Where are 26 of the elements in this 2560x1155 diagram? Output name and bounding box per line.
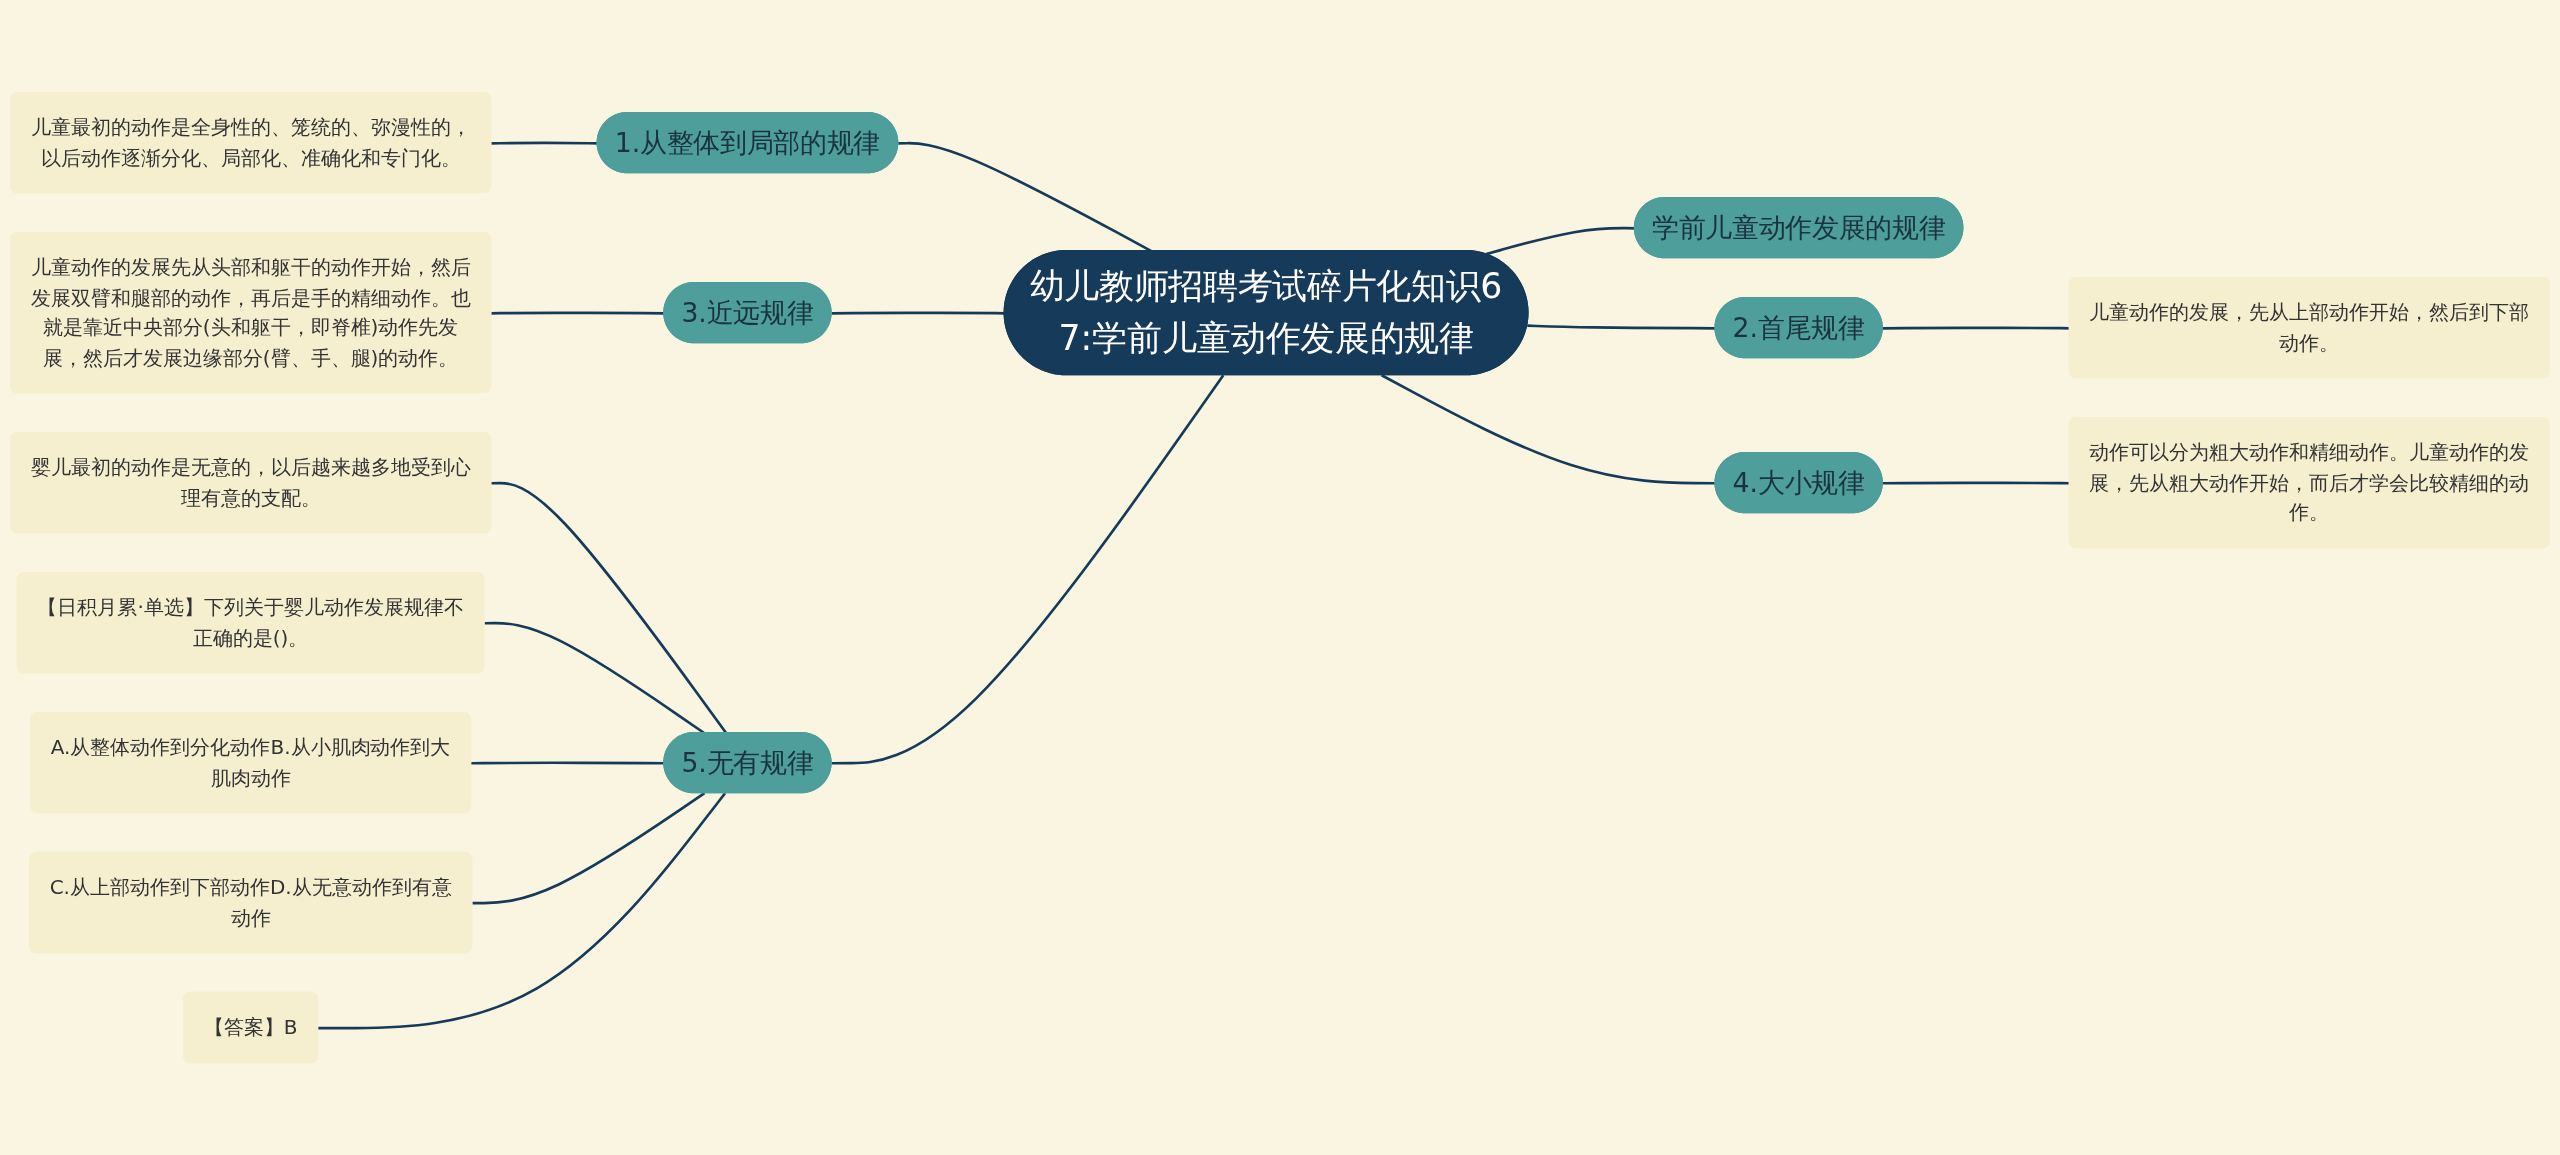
topic-pill: 4.大小规律 [1714, 451, 1883, 514]
topic-pill: 5.无有规律 [663, 731, 832, 794]
topic-pill: 1.从整体到局部的规律 [596, 111, 899, 174]
note-box: C.从上部动作到下部动作D.从无意动作到有意动作 [28, 851, 473, 954]
connector [472, 792, 706, 905]
note-box: 婴儿最初的动作是无意的，以后越来越多地受到心理有意的支配。 [10, 431, 492, 534]
note-box: 【日积月累·单选】下列关于婴儿动作发展规律不正确的是()。 [16, 571, 485, 674]
connector [471, 761, 665, 765]
connector [1381, 374, 1716, 485]
topic-pill: 3.近远规律 [663, 281, 832, 344]
connector [491, 481, 728, 734]
connector [491, 311, 665, 315]
note-box: A.从整体动作到分化动作B.从小肌肉动作到大肌肉动作 [30, 711, 472, 814]
topic-pill: 2.首尾规律 [1714, 296, 1883, 359]
note-box: 儿童动作的发展先从头部和躯干的动作开始，然后发展双臂和腿部的动作，再后是手的精细动作。也就是靠近中央部分(头和躯干，即脊椎)动作先发展，然后才发展边缘部分(臂、手、腿)的动作。 [10, 231, 492, 394]
connector [1527, 324, 1716, 330]
note-box: 【答案】B [183, 991, 319, 1064]
connector [831, 311, 1005, 315]
note-box: 儿童动作的发展，先从上部动作开始，然后到下部动作。 [2068, 276, 2550, 379]
note-box: 儿童最初的动作是全身性的、笼统的、弥漫性的，以后动作逐渐分化、局部化、准确化和专门化。 [10, 91, 492, 194]
central-topic: 幼儿教师招聘考试碎片化知识67:学前儿童动作发展的规律 [1003, 249, 1529, 376]
connector [318, 792, 727, 1030]
topic-pill: 学前儿童动作发展的规律 [1633, 196, 1964, 259]
connector [491, 141, 598, 145]
note-box: 动作可以分为粗大动作和精细动作。儿童动作的发展，先从粗大动作开始，而后才学会比较精细的动作。 [2068, 416, 2550, 549]
connector [831, 374, 1225, 765]
